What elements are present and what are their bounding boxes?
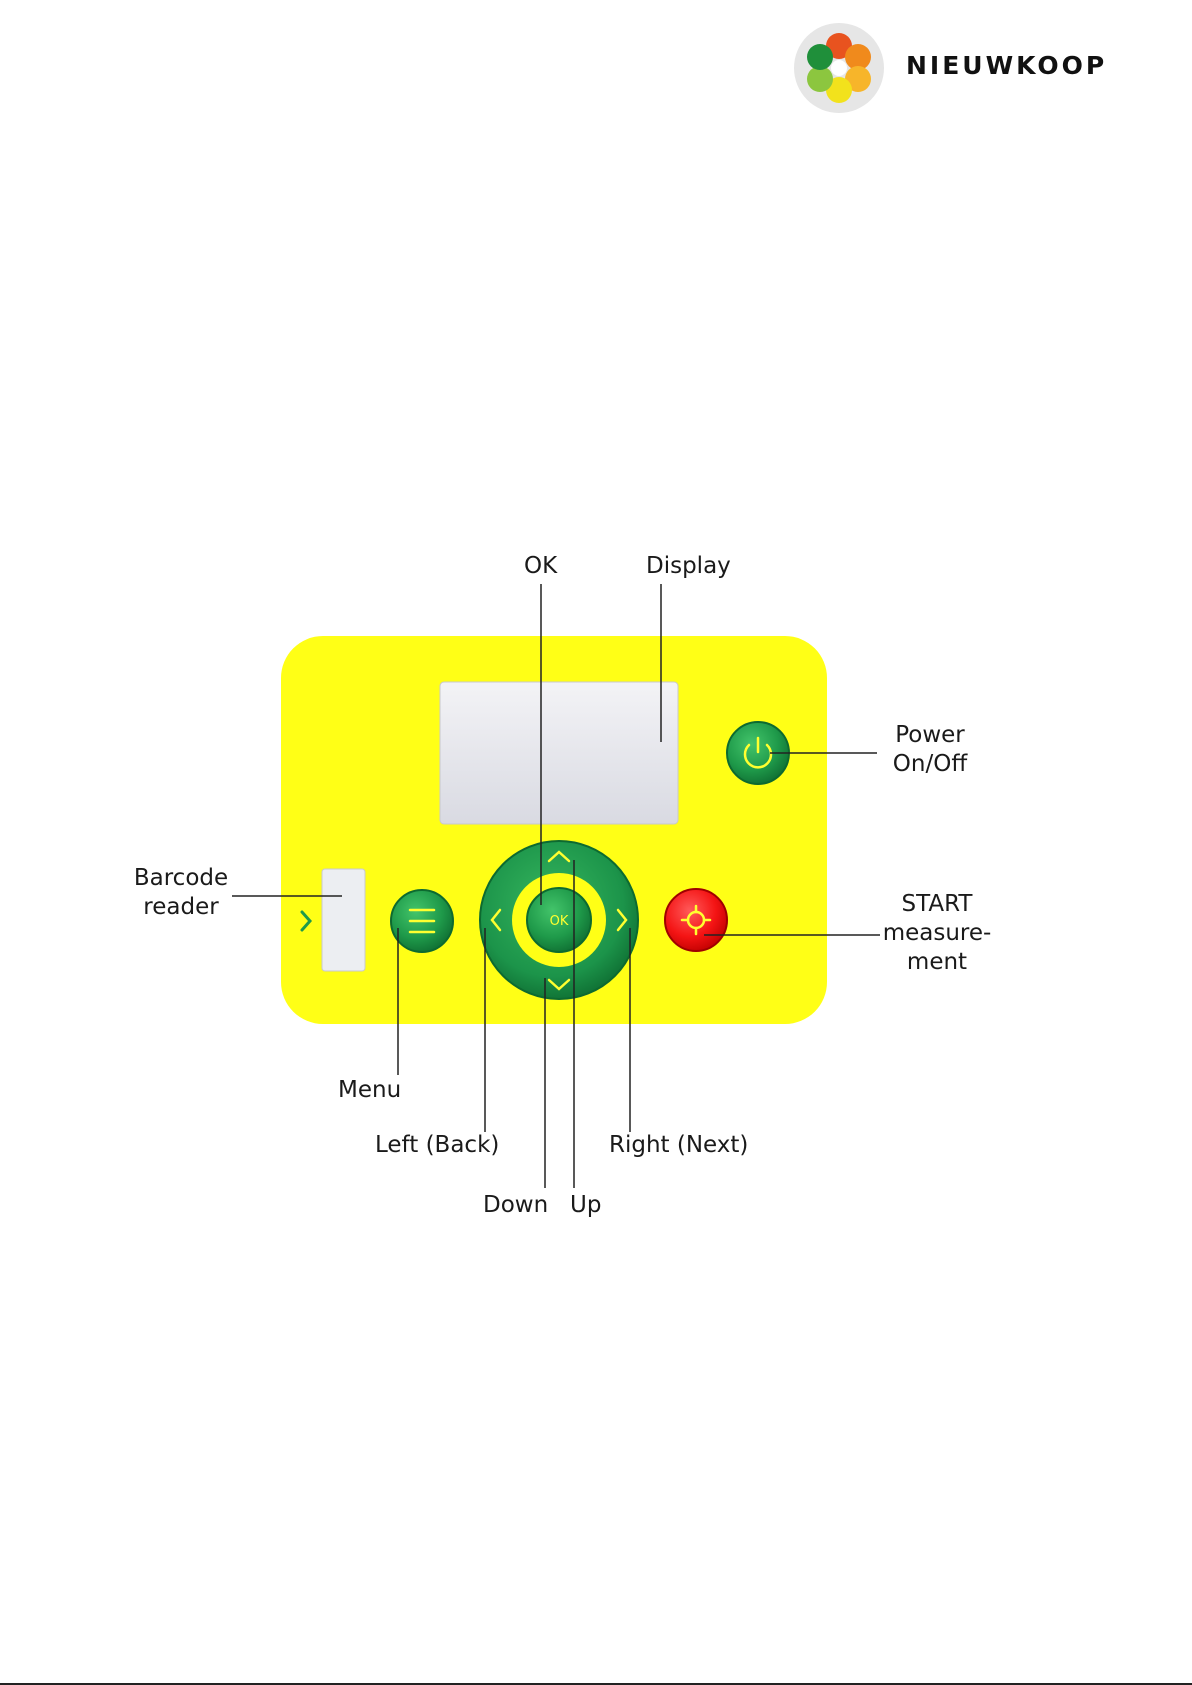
power-label-line1: Power <box>880 721 980 750</box>
barcode-label: Barcode reader <box>121 864 241 922</box>
start-label: START measure- ment <box>876 890 998 977</box>
barcode-reader-slot[interactable] <box>322 869 365 971</box>
ok-button[interactable]: OK <box>527 888 591 952</box>
up-label: Up <box>570 1191 601 1220</box>
ok-label: OK <box>524 552 557 581</box>
down-label: Down <box>483 1191 548 1220</box>
start-label-line2: measure- <box>876 919 998 948</box>
menu-label: Menu <box>338 1076 401 1105</box>
menu-button[interactable] <box>391 890 453 952</box>
display-label: Display <box>646 552 731 581</box>
left-label: Left (Back) <box>375 1131 499 1160</box>
barcode-label-line1: Barcode <box>121 864 241 893</box>
ok-glyph: OK <box>550 914 569 929</box>
right-label: Right (Next) <box>609 1131 748 1160</box>
display-screen <box>440 682 678 824</box>
start-label-line3: ment <box>876 948 998 977</box>
start-label-line1: START <box>876 890 998 919</box>
barcode-label-line2: reader <box>121 893 241 922</box>
power-label-line2: On/Off <box>880 750 980 779</box>
start-measurement-button[interactable] <box>665 889 727 951</box>
power-label: Power On/Off <box>880 721 980 779</box>
